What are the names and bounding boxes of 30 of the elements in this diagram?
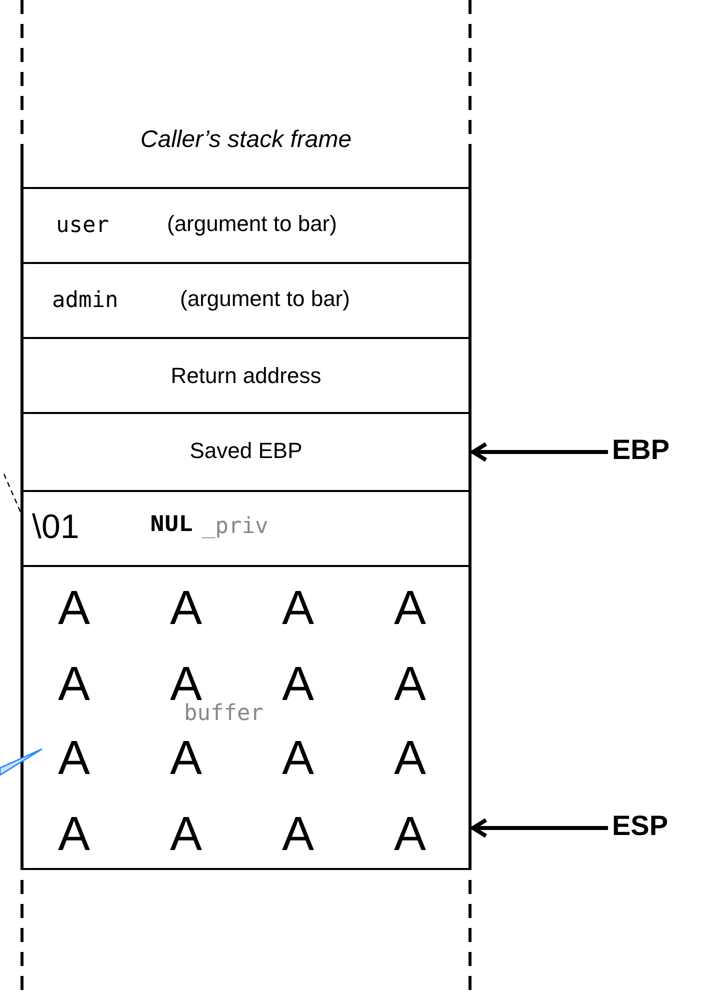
byte-value: A	[58, 811, 90, 859]
byte-value: A	[394, 585, 426, 633]
row-label: Return address	[170, 365, 322, 387]
byte-value: A	[58, 661, 90, 709]
byte-value: A	[394, 661, 426, 709]
byte-value: A	[282, 661, 314, 709]
byte-value: A	[170, 811, 202, 859]
frame-label: Caller’s stack frame	[139, 128, 353, 152]
byte-value: A	[394, 735, 426, 783]
byte-value: A	[58, 735, 90, 783]
register-label: EBP	[612, 436, 670, 464]
byte-value: A	[282, 585, 314, 633]
variable-name: _priv	[202, 516, 268, 538]
row-label: Saved EBP	[188, 440, 304, 462]
byte-value: A	[170, 585, 202, 633]
byte-value: NUL	[150, 514, 194, 538]
variable-name: admin	[52, 290, 118, 312]
variable-name: user	[56, 215, 109, 237]
byte-value: A	[170, 735, 202, 783]
byte-value: A	[58, 585, 90, 633]
row-label: (argument to bar)	[180, 288, 350, 310]
arrow	[471, 442, 608, 462]
byte-value: A	[394, 811, 426, 859]
byte-value: \01	[32, 510, 80, 544]
leader-line	[3, 474, 22, 514]
byte-value: A	[282, 735, 314, 783]
arrow	[471, 818, 608, 838]
register-label: ESP	[612, 812, 668, 840]
row-label: (argument to bar)	[167, 213, 337, 235]
byte-value: A	[282, 811, 314, 859]
